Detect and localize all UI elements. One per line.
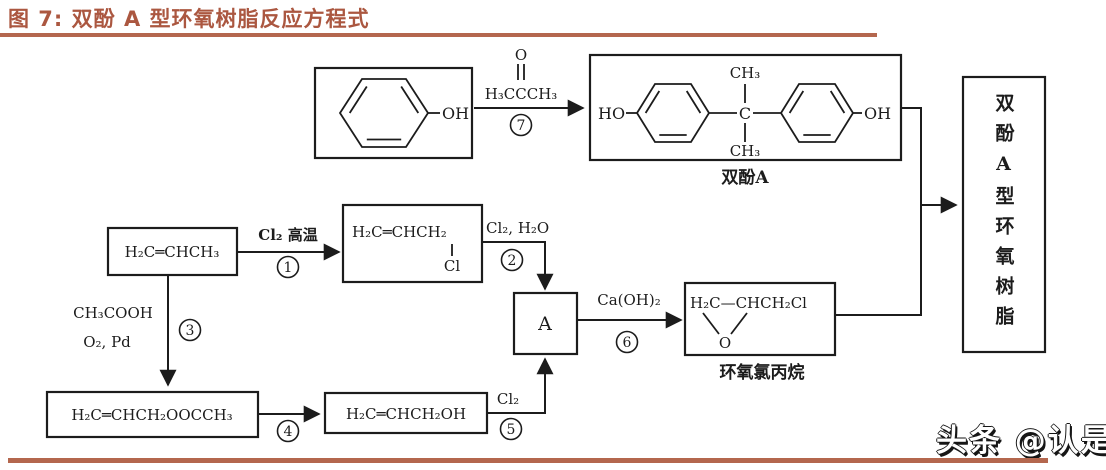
product-box (961, 75, 1047, 354)
step-circle-1 (276, 255, 300, 279)
acetone-formula: H₃CCCH₃ (485, 85, 558, 103)
reagent-5: Cl₂ (497, 390, 519, 408)
epichlorohydrin-formula: H₂C—CHCH₂Cl (690, 294, 807, 312)
reagent-1: Cl₂ 高温 (258, 226, 317, 244)
bpa-oh-label: OH (864, 104, 891, 123)
step-circle-6 (615, 330, 639, 354)
reaction-2: Cl₂, H₂O 2 (482, 219, 554, 291)
allyl-acetate-formula: H₂C═CHCH₂OOCCH₃ (71, 406, 232, 424)
bpa-central-c: C (739, 104, 751, 123)
step-7-number: 7 (517, 118, 526, 134)
reagent-2: Cl₂, H₂O (486, 219, 549, 237)
intermediate-a-box: A (512, 291, 579, 356)
allyl-acetate-box: H₂C═CHCH₂OOCCH₃ (45, 390, 260, 439)
reaction-5: Cl₂ 5 (487, 357, 554, 441)
watermark-toutiao: 头条 @认是 (936, 423, 1106, 459)
acetone-o-label: O (515, 46, 527, 64)
step-circle-4 (276, 419, 300, 443)
phenol-box: OH (313, 66, 474, 160)
arrow-5 (487, 357, 554, 414)
bisphenol-a-box: HO C CH₃ CH₃ OH (588, 53, 903, 162)
step-2-number: 2 (508, 253, 517, 269)
allyl-chloride-box: H₂C═CHCH₂ Cl (341, 203, 484, 284)
step-circle-2 (500, 248, 524, 272)
step-circle-5 (499, 417, 523, 441)
reagent-6: Ca(OH)₂ (597, 291, 661, 309)
allyl-alcohol-box: H₂C═CHCH₂OH (323, 391, 489, 435)
reagent-3-line2: O₂, Pd (83, 333, 131, 351)
step-circle-7 (509, 113, 533, 137)
step-5-number: 5 (507, 422, 516, 438)
bottom-rule (8, 458, 1048, 463)
bisphenol-a-caption: 双酚A (721, 168, 769, 188)
reaction-4: 4 (258, 405, 321, 443)
benzene-ring (338, 78, 430, 148)
step-1-number: 1 (284, 260, 293, 276)
benzene-ring (779, 83, 855, 143)
bpa-ho-label: HO (598, 104, 625, 123)
epichlorohydrin-box: H₂C—CHCH₂Cl O (683, 281, 837, 357)
reaction-1: Cl₂ 高温 1 (237, 226, 341, 279)
allyl-alcohol-formula: H₂C═CHCH₂OH (346, 405, 466, 423)
figure-title: 图 7: 双酚 A 型环氧树脂反应方程式 (8, 7, 370, 31)
arrow-2 (482, 241, 554, 291)
allyl-chloride-cl: Cl (444, 257, 460, 275)
intermediate-a-label: A (537, 313, 552, 335)
benzene-ring (635, 83, 711, 143)
epoxide-bonds (702, 312, 748, 335)
propylene-box: H₂C═CHCH₃ (106, 226, 239, 277)
bpa-ch3-bottom: CH₃ (730, 142, 761, 160)
title-underline (0, 33, 877, 37)
phenol-oh-label: OH (442, 104, 469, 123)
reagent-3-line1: CH₃COOH (73, 304, 153, 322)
reaction-3: CH₃COOH O₂, Pd 3 (73, 275, 202, 387)
reaction-7: O H₃CCCH₃ 7 (474, 46, 585, 137)
allyl-chloride-formula: H₂C═CHCH₂ (352, 223, 447, 241)
product-connectors (835, 107, 958, 316)
double-bond (517, 64, 525, 80)
step-6-number: 6 (623, 335, 632, 351)
epoxide-o-label: O (719, 334, 731, 352)
step-3-number: 3 (186, 323, 195, 339)
propylene-formula: H₂C═CHCH₃ (125, 243, 220, 261)
epichlorohydrin-caption: 环氧氯丙烷 (720, 362, 805, 383)
step-4-number: 4 (284, 424, 293, 440)
product-box-label: 双酚A型环氧树脂 (992, 93, 1015, 336)
step-circle-3 (178, 318, 202, 342)
bpa-ch3-top: CH₃ (730, 64, 761, 82)
reaction-6: Ca(OH)₂ 6 (577, 291, 683, 354)
